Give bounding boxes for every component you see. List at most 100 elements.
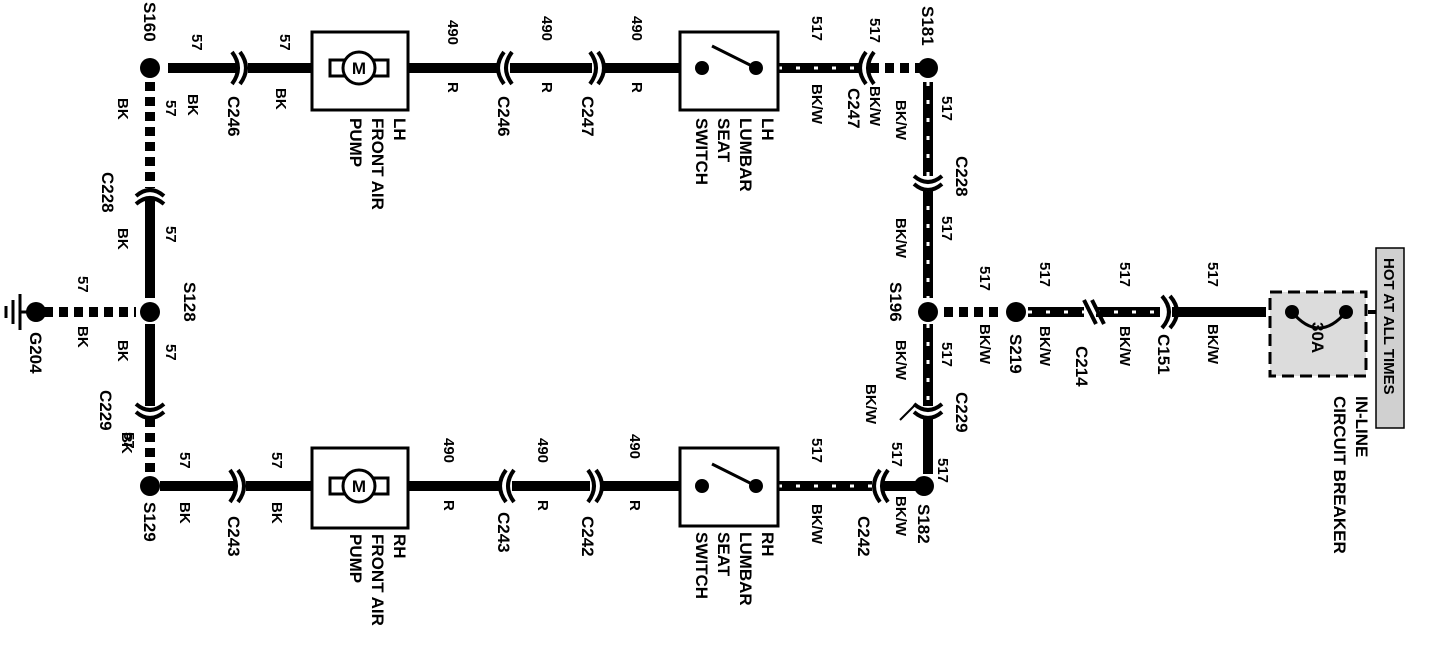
ground-g204-label: G204 <box>26 332 45 374</box>
color-r-label: R <box>626 500 643 511</box>
splice-s129-node <box>140 476 160 496</box>
splice-s160-label: S160 <box>140 2 159 42</box>
connector-c229-left <box>134 402 166 420</box>
ground-g204-node <box>26 302 46 322</box>
color-bkw-label: BK/W <box>808 504 825 545</box>
connector-c229-right-label: C229 <box>952 392 971 433</box>
circuit-490-label: 490 <box>440 438 457 463</box>
splice-s219-label: S219 <box>1006 334 1025 374</box>
color-bkw-label: BK/W <box>808 84 825 125</box>
circuit-57-label: 57 <box>188 34 205 51</box>
connector-c247-right <box>858 50 876 86</box>
lh-switch-label-line1: LH <box>758 118 777 141</box>
circuit-57-label: 57 <box>162 226 179 243</box>
color-bkw-label: BK/W <box>892 218 909 259</box>
circuit-517-label: 517 <box>938 342 955 367</box>
circuit-517-label: 517 <box>938 96 955 121</box>
rh-lumbar-seat-switch-box <box>678 446 780 528</box>
color-bk-label: BK <box>176 502 193 524</box>
connector-c243-left-label: C243 <box>224 516 243 557</box>
circuit-517-label: 517 <box>866 18 883 43</box>
circuit-57-label: 57 <box>120 432 137 449</box>
breaker-label-line1: IN-LINE <box>1352 396 1371 457</box>
splice-s181-node <box>918 58 938 78</box>
rh-pump-label-line1: RH <box>390 534 409 559</box>
connector-c247-left-label: C247 <box>578 96 597 137</box>
splice-s129-label: S129 <box>140 502 159 542</box>
power-label-box <box>1375 247 1405 429</box>
connector-c229-right <box>912 402 944 420</box>
color-r-label: R <box>628 82 645 93</box>
splice-s181-label: S181 <box>918 6 937 46</box>
circuit-490-label: 490 <box>626 434 643 459</box>
circuit-517-label: 517 <box>1204 262 1221 287</box>
color-bkw-label: BK/W <box>892 100 909 141</box>
splice-s182-label: S182 <box>914 504 933 544</box>
color-bkw-label: BK/W <box>1204 324 1221 365</box>
color-r-label: R <box>440 500 457 511</box>
connector-c247-left <box>588 50 606 86</box>
connector-c242-left <box>586 468 604 504</box>
rh-front-air-pump-box <box>310 446 410 530</box>
color-bkw-label: BK/W <box>892 496 909 537</box>
lh-lumbar-seat-switch-box <box>678 30 780 112</box>
connector-c151-label: C151 <box>1154 334 1173 375</box>
breaker-rating: 30A <box>1308 322 1327 353</box>
motor-icon <box>328 50 390 86</box>
connector-c243-left <box>228 468 246 504</box>
color-bk-label: BK <box>114 340 131 362</box>
circuit-517-label: 517 <box>934 458 951 483</box>
connector-c246-left-label: C246 <box>224 96 243 137</box>
rh-switch-label-line2: LUMBAR <box>736 532 755 606</box>
connector-c151 <box>1160 294 1179 330</box>
lh-pump-label-line2: FRONT AIR <box>368 118 387 210</box>
color-r-label: R <box>538 82 555 93</box>
lh-pump-label-line1: LH <box>390 118 409 141</box>
circuit-517-label: 517 <box>888 442 905 467</box>
motor-icon <box>328 468 390 504</box>
connector-c246-right <box>496 50 514 86</box>
color-bkw-label: BK/W <box>1116 326 1133 367</box>
breaker-label-line2: CIRCUIT BREAKER <box>1330 396 1349 554</box>
rh-pump-label-line3: PUMP <box>346 534 365 583</box>
circuit-490-label: 490 <box>538 16 555 41</box>
color-bk-label: BK <box>74 326 91 348</box>
connector-c214 <box>1082 299 1106 325</box>
connector-c243-right-label: C243 <box>494 512 513 553</box>
color-bkw-label: BK/W <box>976 324 993 365</box>
color-bkw-label: BK/W <box>862 384 879 425</box>
circuit-57-label: 57 <box>276 34 293 51</box>
power-label: HOT AT ALL TIMES <box>1380 258 1397 395</box>
lh-pump-label-line3: PUMP <box>346 118 365 167</box>
rh-switch-label-line4: SWITCH <box>692 532 711 599</box>
rh-switch-label-line1: RH <box>758 532 777 557</box>
lh-switch-label-line3: SEAT <box>714 118 733 163</box>
color-bk-label: BK <box>184 94 201 116</box>
circuit-517-label: 517 <box>976 266 993 291</box>
circuit-breaker-box <box>1268 290 1368 378</box>
connector-c228-right <box>912 174 944 192</box>
lh-switch-label-line4: SWITCH <box>692 118 711 185</box>
connector-c242-right <box>872 468 890 504</box>
color-bk-label: BK <box>268 502 285 524</box>
rh-pump-label-line2: FRONT AIR <box>368 534 387 626</box>
circuit-490-label: 490 <box>628 16 645 41</box>
color-bk-label: BK <box>118 432 135 454</box>
circuit-57-label: 57 <box>74 276 91 293</box>
color-bk-label: BK <box>114 228 131 250</box>
circuit-517-label: 517 <box>808 438 825 463</box>
splice-s196-node <box>918 302 938 322</box>
splice-s128-label: S128 <box>180 282 199 322</box>
connector-c242-left-label: C242 <box>578 516 597 557</box>
connector-c246-right-label: C246 <box>494 96 513 137</box>
connector-c228-left-label: C228 <box>98 172 117 213</box>
ground-icon <box>4 294 28 330</box>
lh-pump-motor-symbol: M <box>352 59 366 78</box>
connector-c242-right-label: C242 <box>854 516 873 557</box>
circuit-57-label: 57 <box>176 452 193 469</box>
connector-c243-right <box>498 468 516 504</box>
leader-line <box>899 403 917 421</box>
circuit-517-label: 517 <box>1036 262 1053 287</box>
connector-c228-right-label: C228 <box>952 156 971 197</box>
